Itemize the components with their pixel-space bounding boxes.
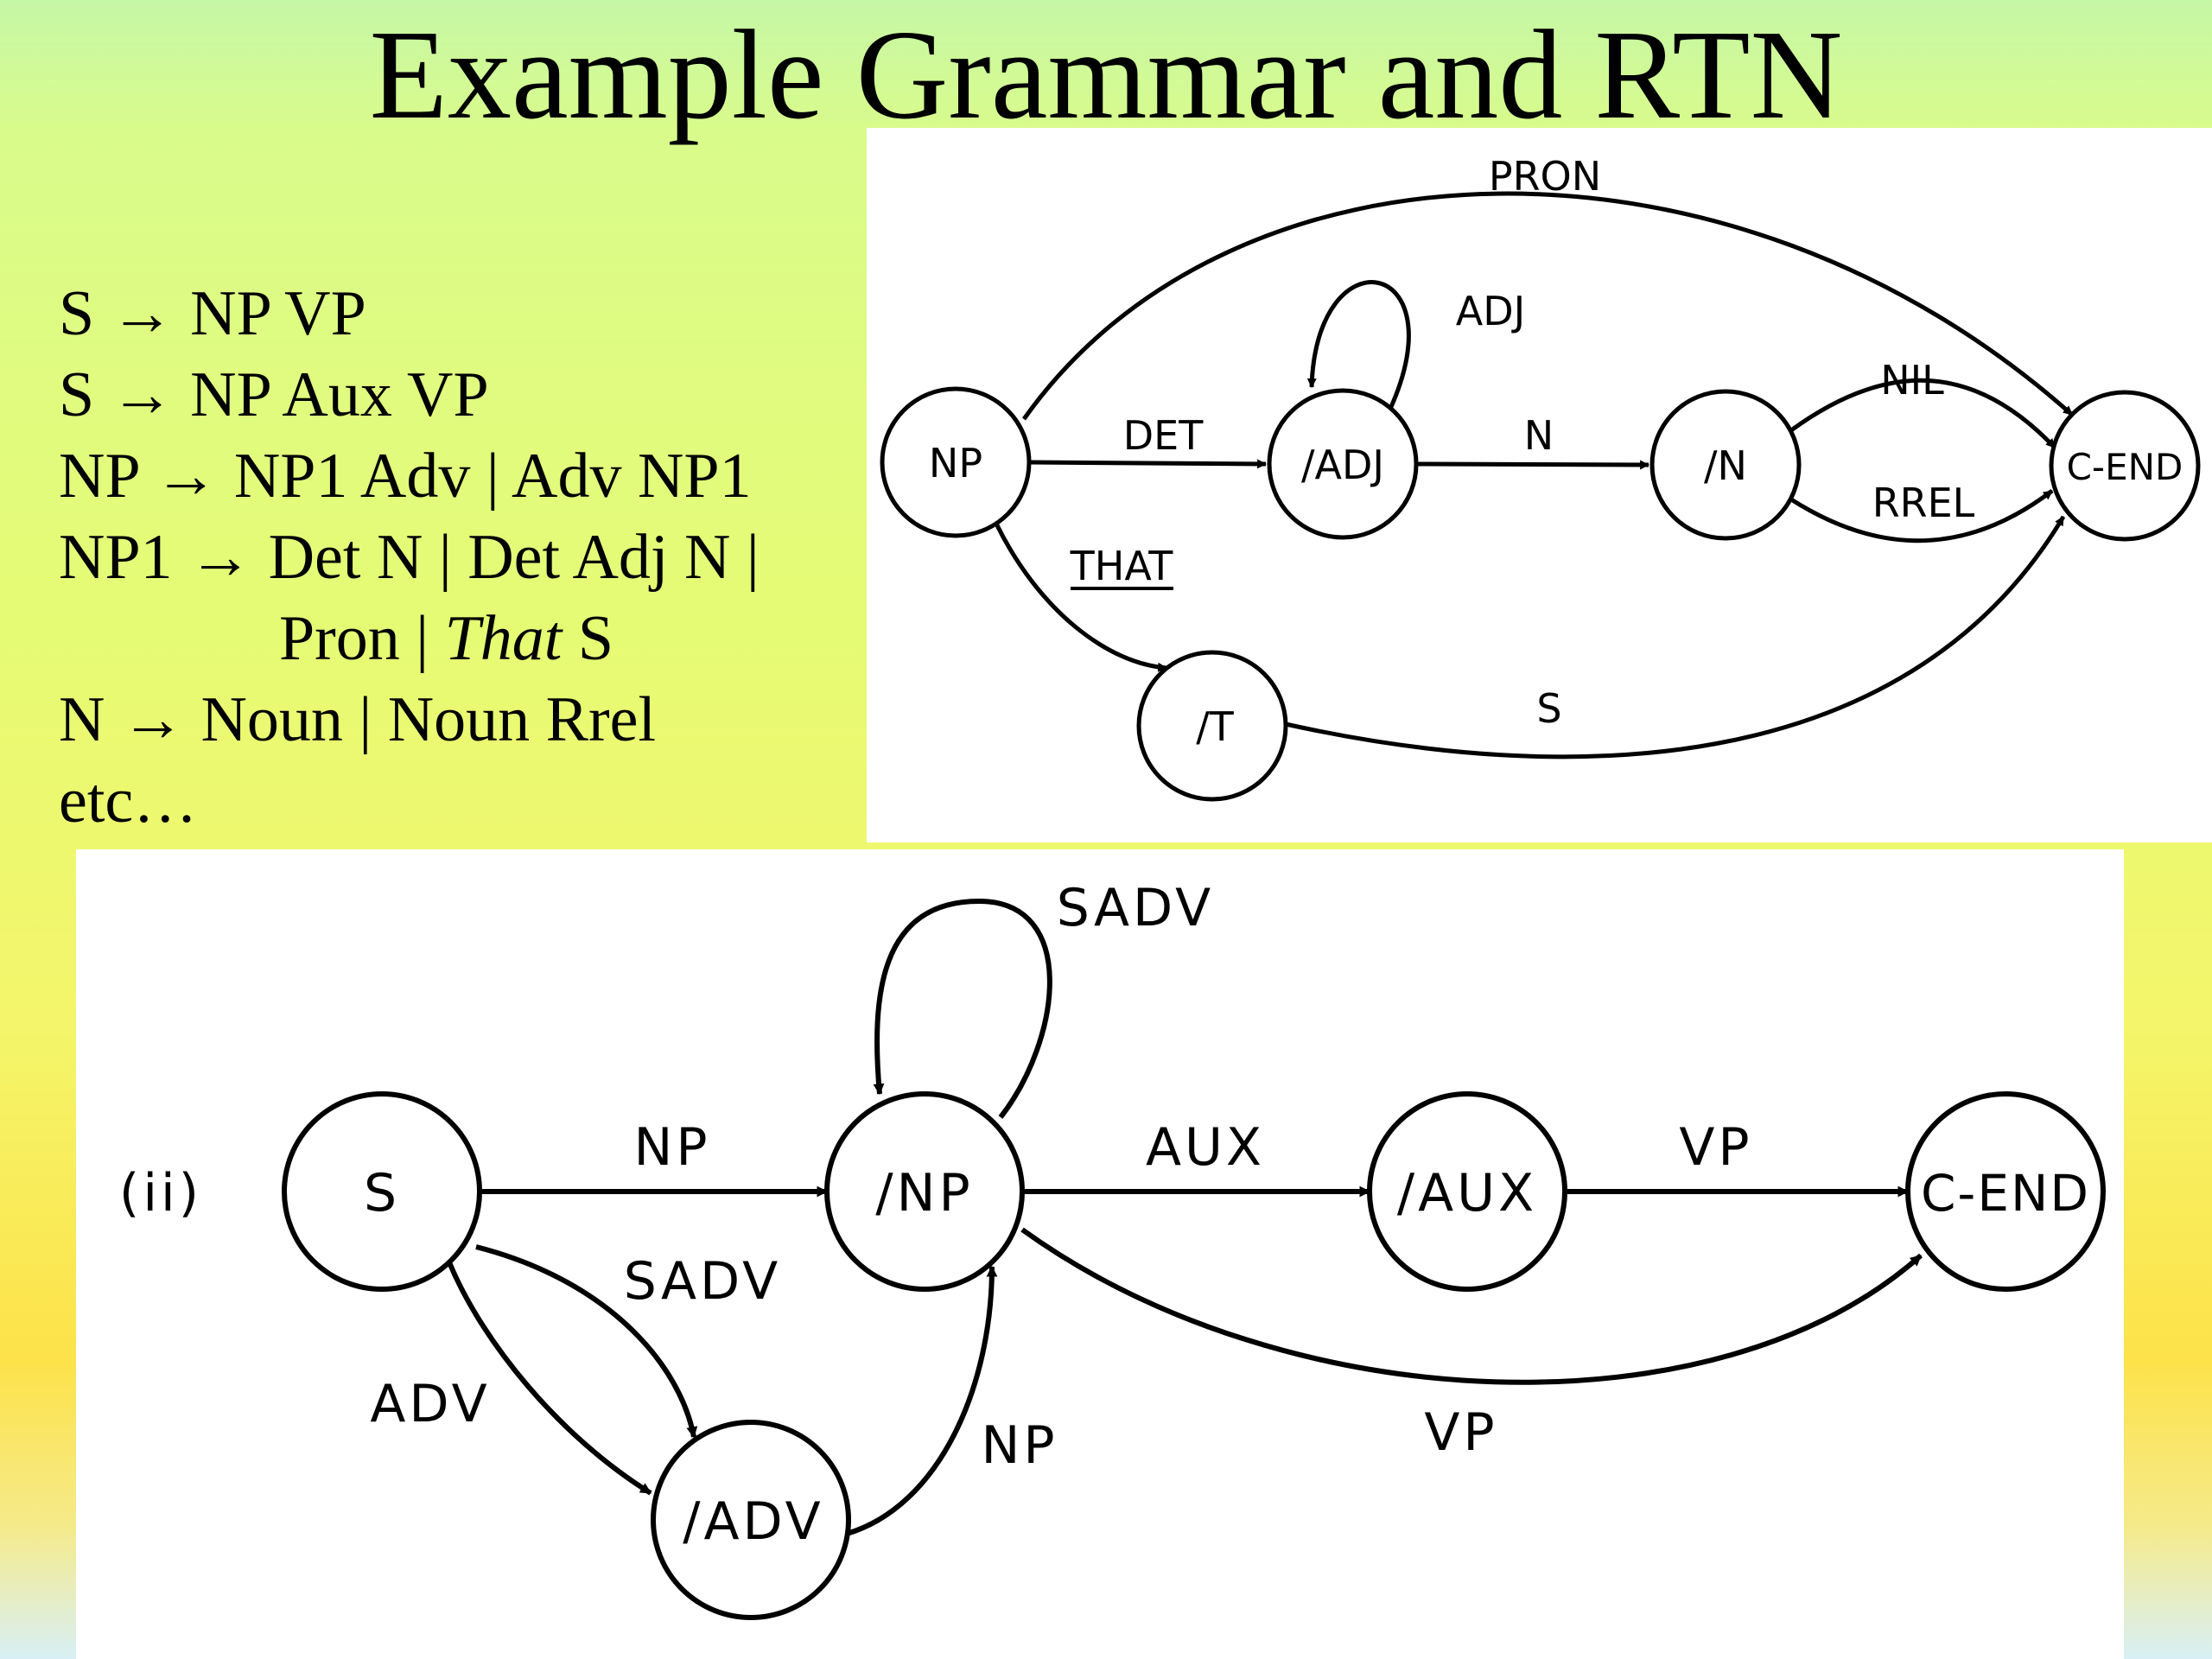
rule-rhs-italic: That	[444, 603, 563, 674]
arc-pron	[1021, 191, 2074, 421]
arc-label: AUX	[1146, 1117, 1265, 1178]
node-label: S	[364, 1163, 400, 1224]
arc-label: NIL	[1880, 357, 1944, 404]
rule-rhs: NP Aux VP	[190, 359, 489, 430]
arc-det	[1028, 459, 1268, 469]
grammar-rule: NP1 → Det N | Det Adj N |	[59, 517, 760, 598]
arc-label: ADV	[370, 1374, 490, 1434]
rule-rhs: Det N | Det Adj N |	[268, 522, 760, 593]
node-label: NP	[929, 440, 982, 486]
node-label: C-END	[2067, 446, 2183, 488]
arc-nil	[1789, 378, 2056, 449]
rule-lhs: S	[59, 278, 95, 349]
arc-label: PRON	[1489, 153, 1601, 200]
rule-lhs: NP	[59, 441, 138, 512]
grammar-rule: NP → NP1 Adv | Adv NP1	[59, 435, 760, 517]
grammar-rule-continuation: Pron | That S	[59, 598, 760, 679]
arc-sadv-loop	[873, 898, 1052, 1119]
arc-n	[1415, 460, 1650, 470]
s-network-diagram: (ii) S /NP /AUX C-END /ADV SADV NP AUX V…	[119, 878, 2106, 1620]
rule-rhs: Noun | Noun Rrel	[200, 684, 657, 755]
arc-label: VP	[1424, 1402, 1497, 1463]
rule-arrow: →	[188, 522, 253, 593]
grammar-rule: S → NP VP	[59, 273, 760, 354]
arc-label: S	[1536, 685, 1561, 732]
node-label: /T	[1196, 703, 1234, 750]
grammar-etc: etc…	[59, 766, 198, 836]
node-label: /N	[1704, 442, 1747, 489]
arc-label: THAT	[1070, 543, 1174, 589]
s-network-panel: (ii) S /NP /AUX C-END /ADV SADV NP AUX V…	[76, 849, 2124, 1659]
rule-lhs: N	[59, 684, 105, 755]
rule-arrow: →	[154, 441, 219, 512]
grammar-rules: S → NP VP S → NP Aux VP NP → NP1 Adv | A…	[59, 273, 760, 842]
arc-label: NP	[981, 1415, 1058, 1476]
rule-rhs: NP VP	[190, 278, 366, 349]
node-adv	[651, 1420, 851, 1620]
arc-label: DET	[1123, 412, 1204, 459]
arc-adj-loop	[1306, 280, 1411, 410]
arc-sadv	[475, 1244, 698, 1439]
arc-label: NP	[633, 1117, 710, 1178]
rule-arrow: →	[110, 359, 175, 430]
node-label: C-END	[1921, 1164, 2090, 1223]
arc-label: SADV	[1057, 878, 1214, 938]
grammar-rule: S → NP Aux VP	[59, 354, 760, 435]
node-c-end	[2049, 390, 2201, 542]
slide-title: Example Grammar and RTN	[369, 4, 1843, 146]
grammar-rule: N → Noun | Noun Rrel	[59, 679, 760, 760]
node-label: /ADV	[683, 1491, 823, 1552]
node-label: /NP	[875, 1163, 973, 1224]
rule-lhs: NP1	[59, 522, 173, 593]
arc-adv	[447, 1261, 652, 1496]
arc-label: VP	[1679, 1117, 1752, 1178]
rule-lhs: S	[59, 359, 95, 430]
arc-rrel	[1789, 489, 2054, 543]
arc-label: N	[1524, 412, 1554, 459]
node-n	[1649, 389, 1802, 541]
arc-that	[994, 522, 1168, 672]
arc-label: ADJ	[1456, 288, 1525, 334]
network-marker: (ii)	[119, 1163, 202, 1224]
arc-label: SADV	[624, 1251, 781, 1312]
rule-rhs: S	[562, 603, 613, 674]
rule-rhs: Pron |	[279, 603, 445, 674]
np-network-diagram: NP /ADJ /N C-END /T PRON ADJ DET N NIL R…	[880, 153, 2201, 802]
rule-rhs: NP1 Adv | Adv NP1	[233, 441, 752, 512]
node-label: /ADJ	[1301, 442, 1384, 488]
rule-arrow: →	[120, 684, 185, 755]
arc-s	[1285, 515, 2066, 760]
np-network-panel: NP /ADJ /N C-END /T PRON ADJ DET N NIL R…	[867, 128, 2212, 842]
arc-vp-bottom	[1020, 1227, 1923, 1385]
node-label: /AUX	[1397, 1163, 1537, 1224]
arc-np-bottom	[846, 1265, 998, 1536]
arc-label: RREL	[1872, 480, 1975, 526]
rule-arrow: →	[110, 278, 175, 349]
